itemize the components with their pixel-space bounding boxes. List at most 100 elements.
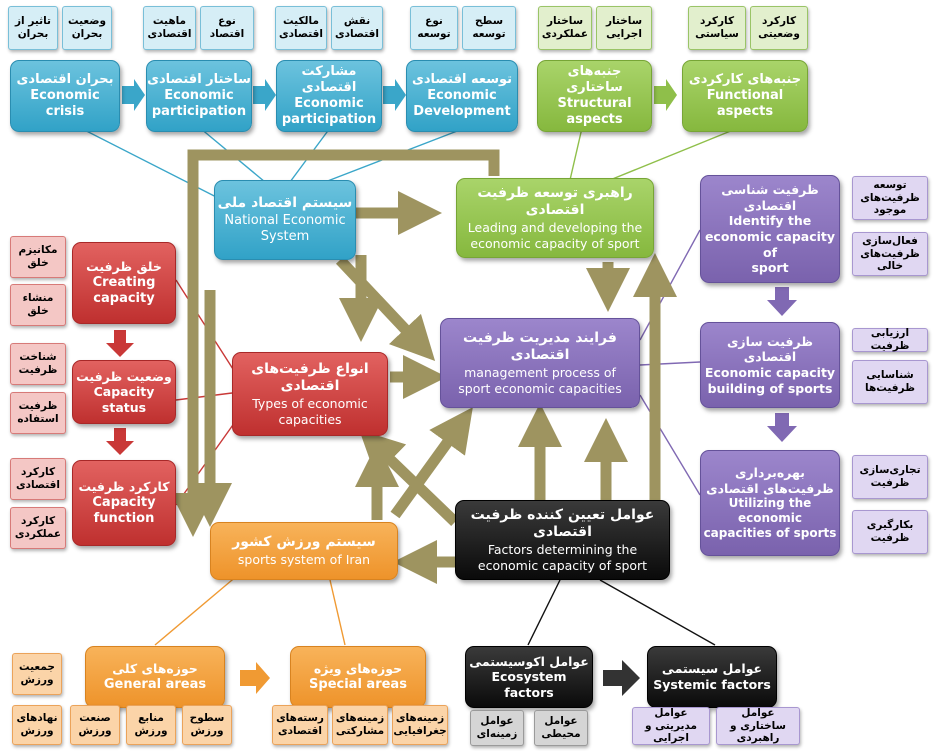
box-economic-participation-fa: مشارکت اقتصادی xyxy=(301,63,357,95)
box-economic-development-fa: توسعه اقتصادی xyxy=(411,71,513,87)
tag-sport-resources: منابع ورزش xyxy=(126,705,176,745)
box-general-areas-en: General areas xyxy=(103,676,207,692)
box-leading-developing-en1: Leading and developing the xyxy=(467,219,643,235)
box-sports-system-en1: sports system of Iran xyxy=(237,551,371,567)
tag-economic-categories: رسته‌های اقتصادی xyxy=(272,705,328,745)
tag-performance-function: کارکرد عملکردی xyxy=(10,507,66,549)
box-structural-aspects-fa: جنبه‌های ساختاری xyxy=(566,63,623,95)
box-general-areas-fa: حوزه‌های کلی xyxy=(112,661,198,677)
tag-develop-existing: توسعه ظرفیت‌های موجود xyxy=(852,176,928,220)
box-utilizing-capacities-en1: Utilizing the economic xyxy=(728,496,812,526)
box-economic-crisis-en1: Economic xyxy=(30,87,100,103)
box-capacity-status: وضعیت ظرفیت Capacity status xyxy=(72,360,176,424)
box-types-of-capacities-en1: Types of economic xyxy=(252,395,368,411)
tag-functional-structure: ساختار عملکردی xyxy=(538,6,592,50)
tag-employment: بکارگیری ظرفیت xyxy=(852,510,928,554)
tag-capacity-usage: ظرفیت استفاده xyxy=(10,392,66,434)
box-types-of-capacities-fa: انواع ظرفیت‌های اقتصادی xyxy=(251,360,369,395)
tag-economic-role: نقش اقتصادی xyxy=(331,6,383,50)
tag-capacity-assessment: ارزیابی ظرفیت xyxy=(852,327,928,352)
box-types-of-capacities-en2: capacities xyxy=(278,411,342,427)
box-national-economic-system: سیستم اقتصاد ملی National Economic Syste… xyxy=(214,180,356,260)
box-management-process: فرایند مدیریت ظرفیت اقتصادی management p… xyxy=(440,318,640,408)
box-economic-development-en2: Development xyxy=(413,104,511,120)
box-national-economic-system-en2: System xyxy=(260,228,310,244)
box-special-areas-fa: حوزه‌های ویژه xyxy=(313,661,403,677)
box-economic-participation: مشارکت اقتصادی Economic participation xyxy=(276,60,382,132)
box-management-process-fa: فرایند مدیریت ظرفیت اقتصادی xyxy=(463,329,617,364)
tag-contextual-factors: عوامل زمینه‌ای xyxy=(470,710,524,746)
tag-executive-structure: ساختار اجرایی xyxy=(596,6,652,50)
box-management-process-en1: management process of xyxy=(464,364,616,380)
box-types-of-capacities: انواع ظرفیت‌های اقتصادی Types of economi… xyxy=(232,352,388,436)
box-structural-aspects-en2: aspects xyxy=(566,112,623,128)
tag-creation-mechanism: مکانیزم خلق xyxy=(10,236,66,278)
box-capacity-status-en1: Capacity status xyxy=(93,384,155,415)
box-capacity-building-fa: ظرفیت سازی اقتصادی xyxy=(726,333,814,365)
box-utilizing-capacities-fa: بهره‌برداری ظرفیت‌های اقتصادی xyxy=(706,464,834,496)
box-systemic-factors-en: Systemic factors xyxy=(653,677,771,692)
box-systemic-factors-fa: عوامل سیستمی xyxy=(661,661,763,677)
box-management-process-en2: sport economic capacities xyxy=(458,380,622,396)
box-economic-structure-fa: ساختار اقتصادی xyxy=(147,71,251,87)
tag-crisis-status: وضعیت بحران xyxy=(62,6,112,50)
box-determining-factors-en1: Factors determining the xyxy=(487,541,638,557)
box-utilizing-capacities-en2: capacities of sports xyxy=(703,526,837,541)
box-economic-development-en1: Economic xyxy=(427,87,497,103)
tag-development-level: سطح توسعه xyxy=(462,6,516,50)
box-leading-developing-en2: economic capacity of sport xyxy=(470,235,640,251)
tag-crisis-impact: تاثیر از بحران xyxy=(8,6,58,50)
tag-commercialization: تجاری‌سازی ظرفیت xyxy=(852,455,928,499)
box-economic-structure-en1: Economic xyxy=(164,87,234,103)
box-identify-capacity-en3: sport xyxy=(751,260,789,276)
box-systemic-factors: عوامل سیستمی Systemic factors xyxy=(647,646,777,708)
box-special-areas-en: Special areas xyxy=(309,676,407,692)
box-leading-developing: راهبری توسعه ظرفیت اقتصادی Leading and d… xyxy=(456,178,654,258)
tag-situational-function: کارکرد وضعیتی xyxy=(750,6,808,50)
box-capacity-function-en1: Capacity xyxy=(92,494,156,510)
tag-participatory-fields: زمینه‌های مشارکتی xyxy=(332,705,388,745)
tag-sport-levels: سطوح ورزش xyxy=(182,705,232,745)
box-economic-development: توسعه اقتصادی Economic Development xyxy=(406,60,518,132)
box-determining-factors-en2: economic capacity of sport xyxy=(477,557,648,573)
tag-sport-industry: صنعت ورزش xyxy=(70,705,120,745)
tag-geographic-fields: زمینه‌های جغرافیایی xyxy=(392,705,448,745)
box-economic-crisis: بحران اقتصادی Economic crisis xyxy=(10,60,120,132)
tag-policy-function: کارکرد سیاستی xyxy=(688,6,746,50)
box-capacity-function: کارکرد ظرفیت Capacity function xyxy=(72,460,176,546)
box-capacity-building-en1: Economic capacity xyxy=(704,365,836,380)
tag-creation-origin: منشاء خلق xyxy=(10,284,66,326)
box-sports-system-fa: سیستم ورزش کشور xyxy=(232,534,376,551)
box-ecosystem-factors: عوامل اکوسیستمی Ecosystem factors xyxy=(465,646,593,708)
box-capacity-building-en2: building of sports xyxy=(707,380,833,396)
box-national-economic-system-en1: National Economic xyxy=(224,212,346,228)
box-creating-capacity-fa: خلق ظرفیت xyxy=(86,258,162,274)
box-economic-structure-en2: participation xyxy=(151,104,247,120)
tag-economic-function: کارکرد اقتصادی xyxy=(10,458,66,500)
box-national-economic-system-fa: سیستم اقتصاد ملی xyxy=(217,195,353,211)
box-identify-capacity-en1: Identify the xyxy=(728,213,812,229)
box-capacity-function-en2: function xyxy=(93,510,155,526)
box-creating-capacity-en1: Creating xyxy=(92,274,156,290)
box-creating-capacity: خلق ظرفیت Creating capacity xyxy=(72,242,176,324)
box-special-areas: حوزه‌های ویژه Special areas xyxy=(290,646,426,708)
tag-economy-type: نوع اقتصاد xyxy=(200,6,254,50)
box-determining-factors-fa: عوامل تعیین کننده ظرفیت اقتصادی xyxy=(470,506,655,541)
tag-capacity-identification: شناسایی ظرفیت‌ها xyxy=(852,360,928,404)
box-economic-participation-en2: participation xyxy=(281,112,377,128)
box-determining-factors: عوامل تعیین کننده ظرفیت اقتصادی Factors … xyxy=(455,500,670,580)
box-economic-crisis-en2: crisis xyxy=(45,104,85,120)
box-functional-aspects-fa: جنبه‌های کارکردی xyxy=(688,71,802,87)
box-structural-aspects: جنبه‌های ساختاری Structural aspects xyxy=(537,60,652,132)
tag-economic-ownership: مالکیت اقتصادی xyxy=(275,6,327,50)
box-functional-aspects: جنبه‌های کارکردی Functional aspects xyxy=(682,60,808,132)
box-structural-aspects-en1: Structural xyxy=(557,96,632,111)
tag-structural-factors: عوامل ساختاری و راهبردی xyxy=(716,707,800,745)
tag-development-type: نوع توسعه xyxy=(410,6,458,50)
box-functional-aspects-en1: Functional xyxy=(706,87,784,103)
box-creating-capacity-en2: capacity xyxy=(93,290,155,306)
box-ecosystem-factors-en: Ecosystem factors xyxy=(491,669,567,700)
box-leading-developing-fa: راهبری توسعه ظرفیت اقتصادی xyxy=(477,184,633,219)
box-economic-structure: ساختار اقتصادی Economic participation xyxy=(146,60,252,132)
